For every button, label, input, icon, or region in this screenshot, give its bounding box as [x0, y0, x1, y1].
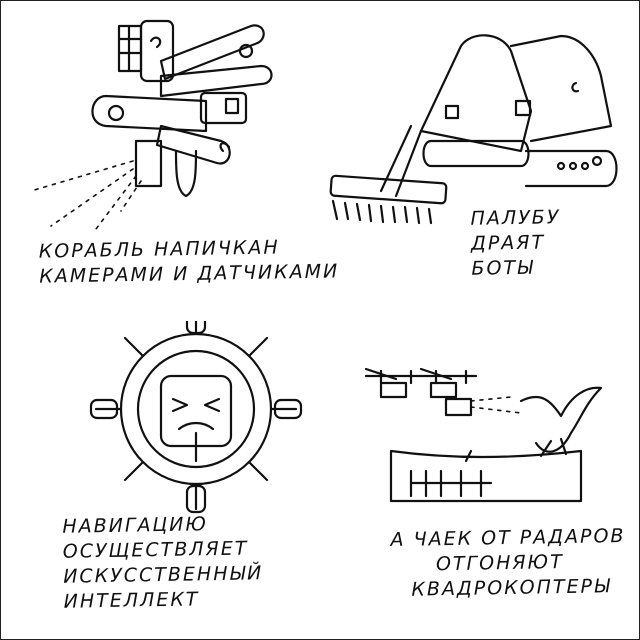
robot-body-icon [419, 34, 613, 153]
caption-cameras: КОРАБЛЬ НАПИЧКАН КАМЕРАМИ И ДАТЧИКАМИ [39, 234, 340, 289]
panel-deck-bots: ПАЛУБУ ДРАЯТ БОТЫ [321, 1, 639, 321]
broom-icon [329, 124, 448, 225]
seagull-icon [519, 386, 603, 458]
panel-ai-navigation: НАВИГАЦИЮ ОСУЩЕСТВЛЯЕТ ИСКУССТВЕННЫЙ ИНТ… [1, 321, 321, 639]
caption-line: ДРАЯТ [470, 231, 546, 255]
ai-face-icon [159, 374, 233, 463]
camera-cluster-drawing [30, 19, 273, 230]
panel-cameras: КОРАБЛЬ НАПИЧКАН КАМЕРАМИ И ДАТЧИКАМИ [1, 1, 339, 321]
mast-icon [117, 19, 175, 83]
panel-drones: А ЧАЕК ОТ РАДАРОВ ОТГОНЯЮТ КВАДРОКОПТЕРЫ [321, 321, 639, 639]
drone-gull-drawing [364, 367, 603, 503]
caption-line: ИСКУССТВЕННЫЙ [63, 562, 264, 588]
caption-ai-navigation: НАВИГАЦИЮ ОСУЩЕСТВЛЯЕТ ИСКУССТВЕННЫЙ ИНТ… [62, 511, 264, 614]
ships-wheel-drawing [89, 321, 303, 514]
caption-deck-bots: ПАЛУБУ ДРАЯТ БОТЫ [470, 205, 561, 282]
radar-fence-icon [389, 449, 583, 503]
caption-line: КАМЕРАМИ И ДАТЧИКАМИ [39, 260, 340, 288]
ships-wheel-icon [89, 321, 303, 514]
caption-line: БОТЫ [471, 256, 535, 280]
quadcopter-icon [364, 367, 478, 417]
caption-drones: А ЧАЕК ОТ РАДАРОВ ОТГОНЯЮТ КВАДРОКОПТЕРЫ [390, 524, 626, 603]
deck-robot-drawing [329, 34, 618, 225]
camera-arms-icon [91, 24, 273, 198]
caption-line: НАВИГАЦИЮ [62, 513, 209, 538]
caption-line: КВАДРОКОПТЕРЫ [411, 575, 612, 601]
caption-line: ОСУЩЕСТВЛЯЕТ [62, 537, 249, 563]
caption-line: А ЧАЕК ОТ РАДАРОВ [390, 524, 626, 552]
caption-line: ИНТЕЛЛЕКТ [63, 588, 200, 613]
radar-beam [470, 396, 522, 414]
caption-line: ПАЛУБУ [470, 206, 561, 230]
track-icon [422, 139, 618, 188]
sensor-beams [30, 160, 142, 230]
